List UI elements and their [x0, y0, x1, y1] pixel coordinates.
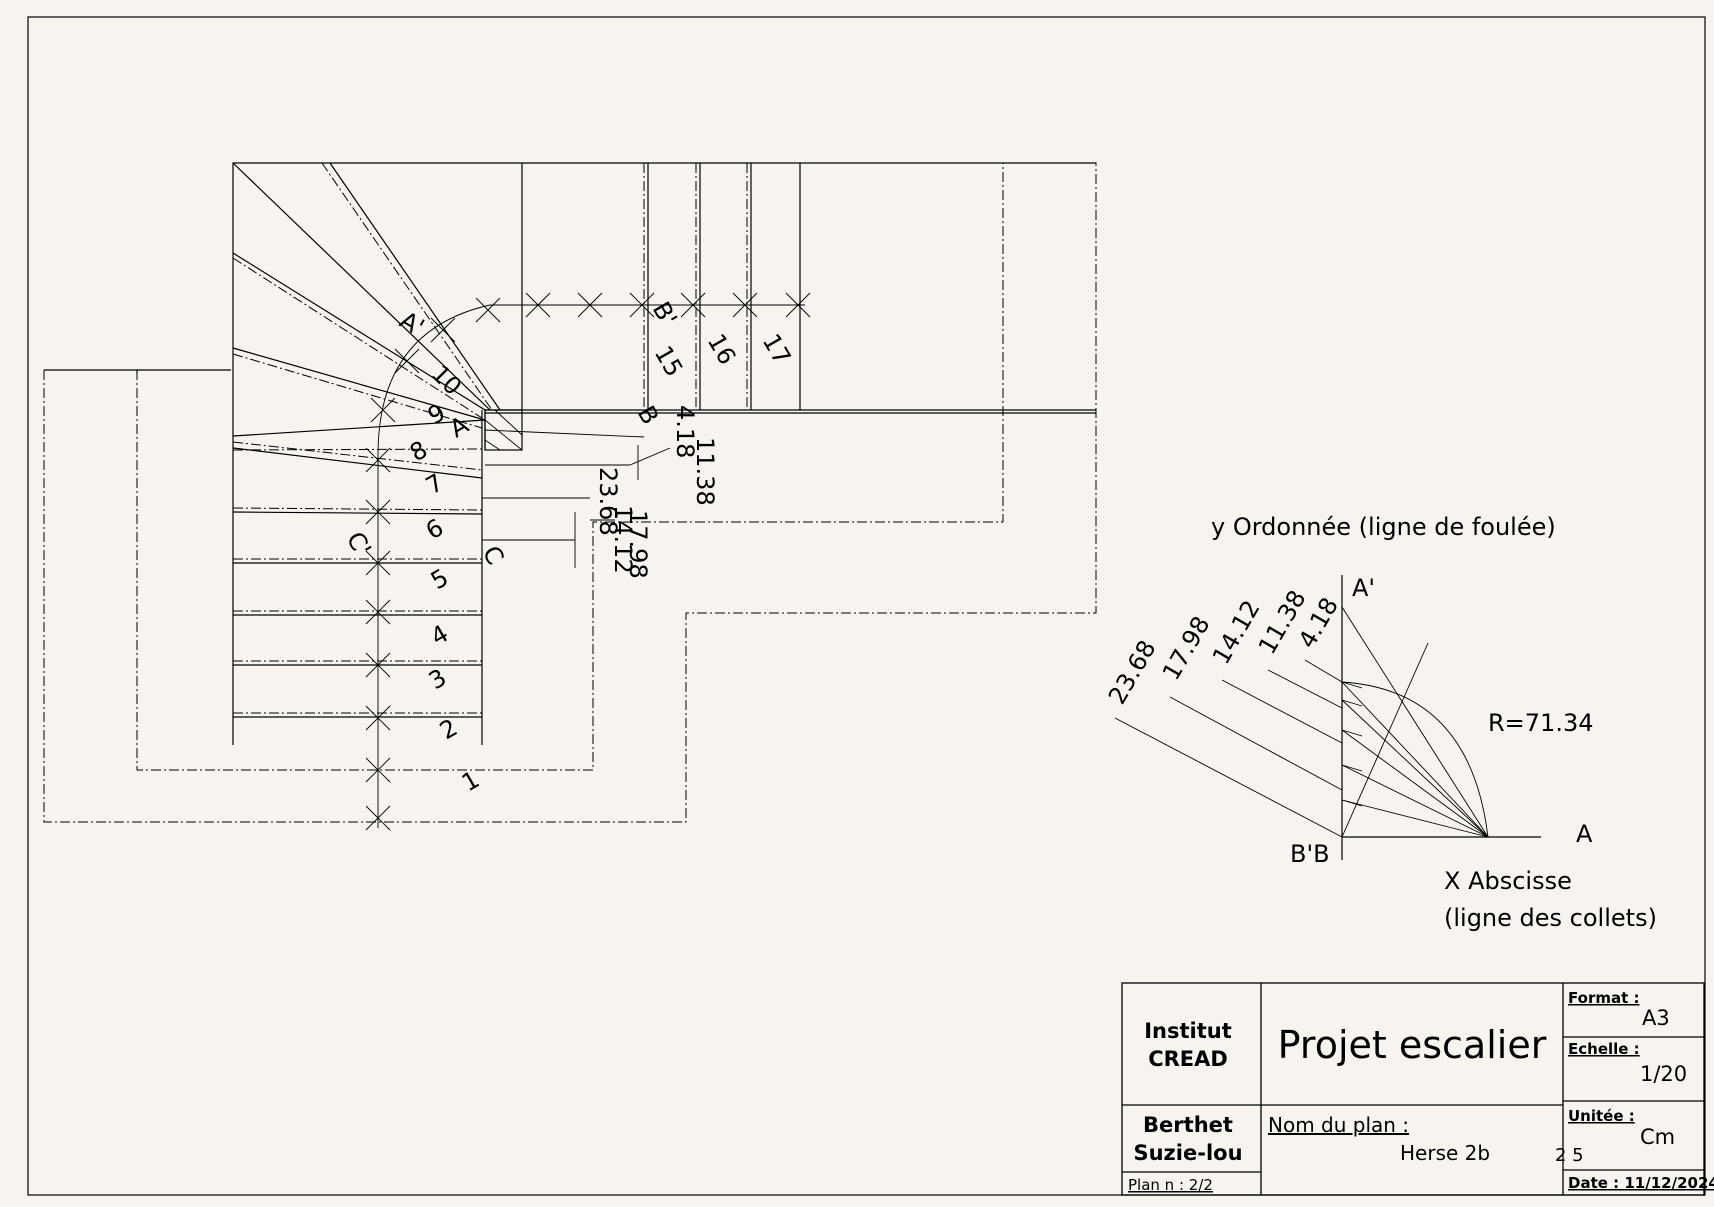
y-axis-label: y Ordonnée (ligne de foulée)	[1211, 513, 1556, 541]
construction-diagram: y Ordonnée (ligne de foulée) A' A B'B R=…	[1103, 513, 1657, 932]
unit-value: Cm	[1640, 1125, 1675, 1149]
walking-line-mark	[525, 292, 551, 318]
plan-dimensions: 4.18 11.38 14.12 17.98 23.68	[594, 405, 719, 579]
diagram-dim-17-98: 17.98	[1157, 611, 1216, 685]
stair-plan: 1 2 3 4 5 6 7 8 9 10 15 16 17 A A' B B' …	[43, 162, 1097, 831]
walking-line-mark	[365, 652, 391, 678]
sheet-border	[27, 16, 1706, 1196]
step-number-4: 4	[426, 619, 453, 651]
walking-line-mark	[365, 550, 391, 576]
stair-outline	[232, 162, 1096, 745]
point-B: B	[632, 401, 664, 429]
step-number-15: 15	[649, 341, 689, 381]
point-A-diagram: A	[1576, 820, 1593, 848]
walking-line	[365, 292, 811, 831]
title-block: Institut CREAD Projet escalier Format : …	[1121, 982, 1714, 1196]
winder-treads	[232, 162, 501, 479]
point-A-prime-diagram: A'	[1352, 574, 1375, 602]
author-line-2: Suzie-lou	[1133, 1141, 1242, 1165]
step-number-5: 5	[426, 563, 453, 595]
dimension-23-68: 23.68	[594, 467, 622, 536]
walking-line-mark	[394, 348, 420, 374]
diagram-dim-23-68: 23.68	[1103, 635, 1162, 709]
step-number-2: 2	[435, 713, 462, 745]
walking-line-mark	[365, 805, 391, 831]
date: Date : 11/12/2024	[1568, 1174, 1714, 1192]
projection-lines	[482, 429, 671, 568]
walking-line-mark	[365, 705, 391, 731]
walking-line-mark	[629, 292, 655, 318]
plan-number: Plan n : 2/2	[1128, 1176, 1213, 1194]
author-line-1: Berthet	[1143, 1113, 1233, 1137]
straight-treads-upper	[643, 163, 801, 410]
walking-line-mark	[732, 292, 758, 318]
walking-line-mark	[475, 297, 501, 323]
walking-line-mark	[365, 499, 391, 525]
outer-floor-outline	[43, 162, 1097, 823]
dimension-17-98: 17.98	[624, 510, 652, 579]
straight-treads-lower	[232, 507, 483, 718]
walking-line-mark	[785, 292, 811, 318]
unit-label: Unitée :	[1568, 1107, 1635, 1125]
project-title: Projet escalier	[1278, 1023, 1547, 1067]
scale-label: Echelle :	[1568, 1040, 1640, 1058]
institute-line-2: CREAD	[1148, 1047, 1228, 1071]
point-B-prime: B'	[647, 297, 683, 331]
walking-line-mark	[680, 292, 706, 318]
step-number-16: 16	[702, 329, 742, 369]
x-axis-label-2: (ligne des collets)	[1444, 904, 1657, 932]
walking-line-mark	[365, 599, 391, 625]
step-number-6: 6	[421, 513, 448, 545]
stray-mark: 2 5	[1555, 1145, 1584, 1166]
step-number-3: 3	[424, 663, 451, 695]
walking-line-mark	[365, 757, 391, 783]
institute-line-1: Institut	[1144, 1019, 1232, 1043]
format-value: A3	[1642, 1006, 1670, 1030]
plan-name-value: Herse 2b	[1400, 1141, 1490, 1165]
dimension-11-38: 11.38	[691, 437, 719, 506]
scale-value: 1/20	[1640, 1062, 1687, 1086]
x-axis-label: X Abscisse	[1444, 867, 1572, 895]
dimension-14-12: 14.12	[609, 505, 637, 574]
plan-name-label: Nom du plan :	[1268, 1113, 1409, 1137]
step-number-9: 9	[423, 398, 450, 430]
walking-line-mark	[577, 292, 603, 318]
radius-arc	[1341, 681, 1489, 838]
walking-line-mark	[370, 397, 396, 423]
radius-label: R=71.34	[1488, 709, 1594, 737]
diagram-dim-14-12: 14.12	[1207, 595, 1266, 669]
inner-floor-outline	[136, 163, 1004, 771]
dimension-4-18: 4.18	[671, 405, 699, 458]
step-number-17: 17	[757, 329, 797, 369]
format-label: Format :	[1568, 989, 1639, 1007]
walking-line-mark	[430, 317, 456, 343]
step-number-8: 8	[405, 435, 432, 467]
walking-line-mark	[365, 447, 391, 473]
point-BB-diagram: B'B	[1290, 840, 1330, 868]
